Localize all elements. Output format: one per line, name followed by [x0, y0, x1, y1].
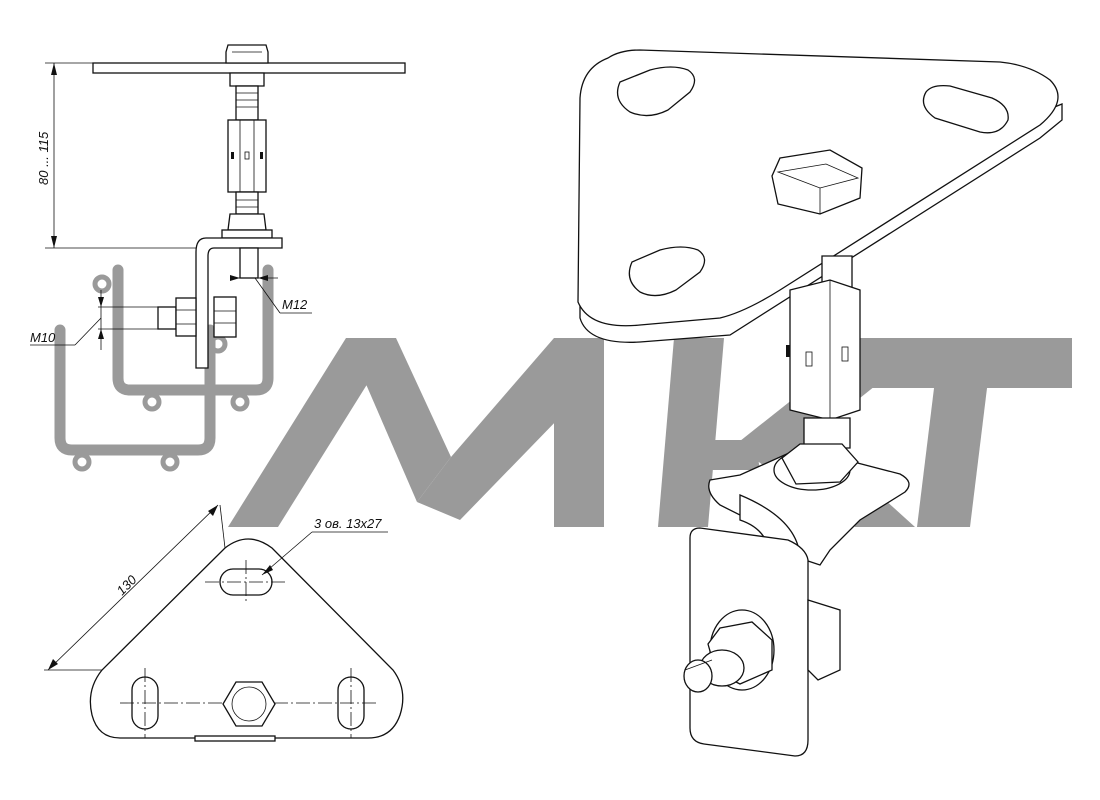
watermark	[54, 264, 1072, 527]
side-bolt-head	[175, 297, 197, 337]
lock-nut-bottom	[227, 213, 267, 231]
watermark-letters	[228, 338, 1072, 527]
rod-end	[239, 247, 259, 279]
bolt-top-label: M12	[282, 297, 308, 312]
height-range-label: 80 ... 115	[36, 131, 51, 185]
iso-side-bolt	[683, 609, 775, 693]
bolt-side-label: M10	[30, 330, 56, 345]
iso-slots	[616, 66, 1009, 297]
lock-nut-top	[229, 72, 265, 87]
side-nut	[213, 296, 237, 338]
threaded-rod-top	[235, 85, 259, 121]
side-length-label: 130	[114, 572, 140, 598]
front-view	[92, 44, 406, 369]
top-hex-nut	[225, 44, 269, 64]
isometric-view	[577, 49, 1063, 757]
iso-rod-and-coupling	[786, 255, 861, 449]
coupling-nut	[227, 119, 267, 193]
angle-bracket	[195, 237, 283, 369]
side-length-dimension-line	[47, 504, 219, 671]
watermark-logo	[54, 264, 274, 472]
iso-top-bolt	[771, 149, 863, 215]
slots-label: 3 ов. 13х27	[314, 516, 382, 531]
mounting-plate-section	[92, 62, 406, 74]
washer	[221, 229, 273, 239]
triangular-plate-outline	[89, 538, 404, 739]
side-bolt-shank	[157, 306, 177, 330]
iso-bracket-assembly	[689, 443, 910, 757]
front-view-dimensions: 80 ... 115 M12 M10	[30, 62, 312, 350]
top-view	[89, 538, 404, 742]
threaded-rod-bottom	[235, 191, 259, 215]
